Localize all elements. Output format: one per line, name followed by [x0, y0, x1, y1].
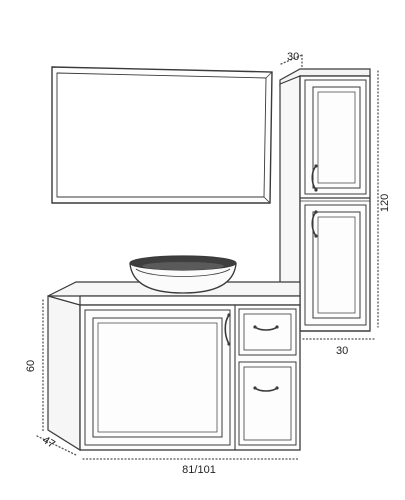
vanity-unit	[47, 281, 301, 452]
tall-cabinet-upper-handle	[311, 164, 318, 192]
vanity-depth-label: 47	[40, 434, 57, 451]
wall-mirror	[51, 66, 273, 204]
vanity-height-label: 60	[25, 360, 37, 372]
tall-cabinet-height-label: 120	[379, 194, 391, 212]
dimension-lines	[36, 54, 379, 460]
tall-cabinet	[279, 68, 371, 332]
tall-cabinet-lower-door	[304, 204, 367, 326]
tall-cabinet-top-width-label: 30	[287, 51, 299, 63]
vanity-width-label: 81/101	[182, 464, 216, 476]
vanity-door-handle	[224, 313, 231, 346]
vessel-basin	[129, 255, 237, 294]
tall-cabinet-upper-door	[304, 79, 367, 195]
tall-cabinet-lower-handle	[311, 210, 318, 238]
lower-drawer	[238, 361, 297, 446]
tall-cabinet-bottom-width-label: 30	[336, 345, 348, 357]
vanity-door	[84, 309, 231, 446]
upper-drawer	[238, 308, 297, 356]
